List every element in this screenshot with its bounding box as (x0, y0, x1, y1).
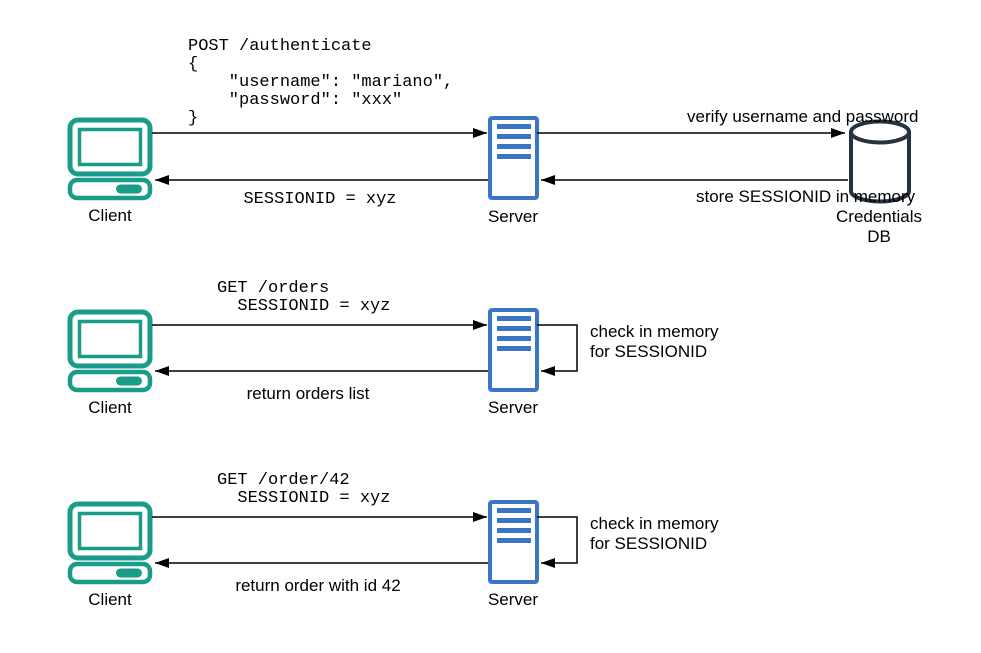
server-bar (497, 154, 531, 159)
client-label: Client (88, 590, 132, 609)
server-bar (497, 518, 531, 523)
server-icon (488, 500, 539, 584)
get-orders-request-label: GET /orders SESSIONID = xyz (217, 279, 391, 316)
computer-base-slot (116, 376, 142, 386)
client-label: Client (88, 398, 132, 417)
return-order-42-label: return order with id 42 (235, 576, 401, 595)
server-bar (497, 336, 531, 341)
store-sessionid-label: store SESSIONID in memory (696, 187, 916, 206)
computer-base-slot (116, 184, 142, 194)
server-bar (497, 316, 531, 321)
server-icon (488, 116, 539, 200)
sessionid-response-label: SESSIONID = xyz (243, 190, 397, 209)
server-bar (497, 508, 531, 513)
server-bar (497, 538, 531, 543)
computer-base (67, 369, 153, 393)
client-label: Client (88, 206, 132, 225)
cylinder-body (849, 132, 911, 204)
monitor-screen (77, 511, 143, 551)
monitor-frame (67, 117, 153, 177)
self-loop-check-memory (537, 324, 578, 376)
monitor-screen (77, 127, 143, 167)
server-label: Server (487, 207, 539, 226)
credentials-db-label: Credentials DB (836, 207, 922, 246)
server-bar (497, 124, 531, 129)
server-icon (488, 308, 539, 392)
computer-base-slot (116, 568, 142, 578)
computer-icon (67, 501, 153, 585)
get-order-42-request-label: GET /order/42 SESSIONID = xyz (217, 471, 391, 508)
monitor-screen (77, 319, 143, 359)
server-label: Server (487, 590, 539, 609)
monitor-frame (67, 501, 153, 561)
server-label: Server (487, 398, 539, 417)
server-bar (497, 134, 531, 139)
monitor-frame (67, 309, 153, 369)
server-bar (497, 346, 531, 351)
verify-credentials-label: verify username and password (687, 107, 919, 126)
computer-icon (67, 117, 153, 201)
computer-base (67, 177, 153, 201)
check-memory-label: check in memory for SESSIONID (590, 514, 719, 553)
computer-icon (67, 309, 153, 393)
server-bar (497, 528, 531, 533)
auth-request-label: POST /authenticate { "username": "marian… (188, 37, 454, 128)
self-loop-check-memory (537, 516, 578, 568)
check-memory-label: check in memory for SESSIONID (590, 322, 719, 361)
return-orders-label: return orders list (246, 384, 370, 403)
server-bar (497, 144, 531, 149)
cylinder-top (849, 119, 911, 145)
server-bar (497, 326, 531, 331)
computer-base (67, 561, 153, 585)
database-cylinder-icon (849, 119, 911, 204)
